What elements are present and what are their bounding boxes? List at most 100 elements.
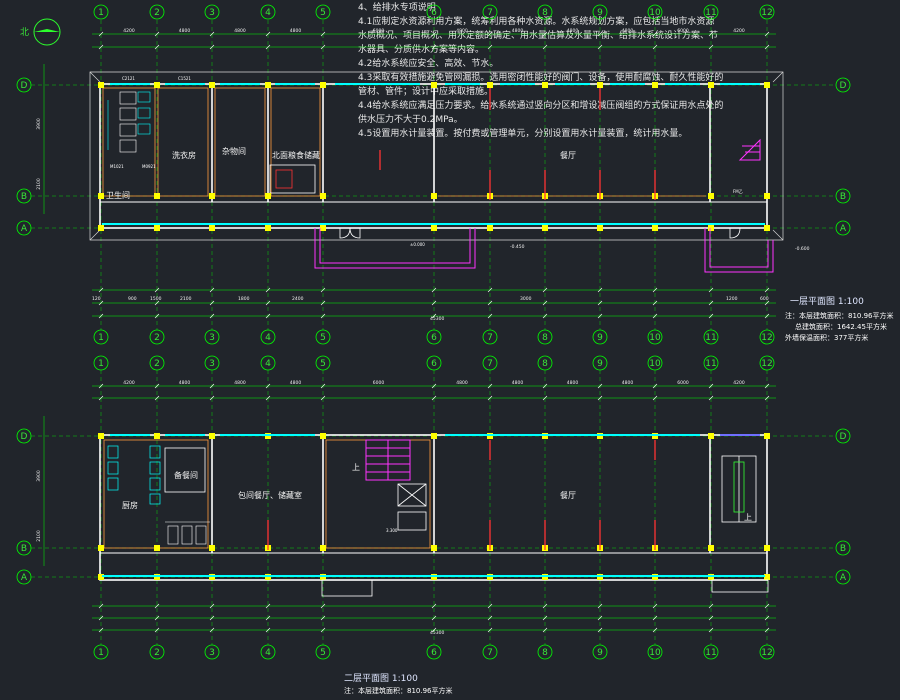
- plan1-axis-label-12-top: 12: [761, 8, 772, 18]
- plan1-axis-label-6-bottom: 6: [431, 333, 437, 343]
- plan1-axis-label-2-bottom: 2: [154, 333, 160, 343]
- plan2-dim-tick-1-8: [542, 383, 548, 389]
- plan2-axis-bubble-10-bottom: [647, 644, 663, 660]
- plan1-dim-tick-1-11: [708, 31, 714, 37]
- plan2-axis-bubble-6-top: [426, 355, 442, 371]
- plan1-dim-text-6: 4800: [456, 28, 468, 34]
- plan1-dim-tick-1-6: [431, 31, 437, 37]
- plan2-axis-label-1-top: 1: [98, 359, 104, 369]
- kitchen-fixture-1: [107, 445, 119, 459]
- plan1-dim-tick-5-8: [542, 313, 548, 319]
- plan1-column-3-1: [209, 82, 215, 88]
- plan1-dim-tick-3-5: [320, 287, 326, 293]
- plan1-dim-tick-3-11: [708, 287, 714, 293]
- tag-1500: 1500: [150, 296, 162, 302]
- plan2-elevator: [397, 483, 427, 531]
- plan1-dim-tick-2-10: [652, 44, 658, 50]
- plan2-axis-bubble-10-top: [647, 355, 663, 371]
- plan2-axis-bubble-3-top: [204, 355, 220, 371]
- plan2-column-11-1: [708, 433, 714, 439]
- plan1-dim-tick-4-10: [652, 300, 658, 306]
- plan2-side-dim-text-2: 2100: [36, 530, 42, 542]
- plan1-axis-label-7-bottom: 7: [487, 333, 493, 343]
- plan2-axis-label-2-top: 2: [154, 359, 160, 369]
- plan2-axis-label-5-bottom: 5: [320, 648, 326, 658]
- plan2-dim-tick-5-4: [265, 627, 271, 633]
- plan1-dim-tick-3-8: [542, 287, 548, 293]
- plan2-dim-tick-1-12: [764, 383, 770, 389]
- plan1-dim-tick-2-3: [209, 44, 215, 50]
- plan1-title: 一层平面图 1:100: [790, 296, 864, 307]
- plan1-axis-bubble-3-top: [204, 4, 220, 20]
- plan2-axis-bubble-5-top: [315, 355, 331, 371]
- plan1-dim-tick-5-7: [487, 313, 493, 319]
- plan2-dim-tick-4-11: [708, 615, 714, 621]
- plan1-windows: [102, 83, 765, 225]
- plan1-dim-text-9: 4800: [622, 28, 634, 34]
- design-notes: 4、给排水专项说明 4.1应制定水资源利用方案，统筹利用各种水资源。水系统规划方…: [358, 1, 723, 139]
- note-line-10: 4.5设置用水计量装置。按付费或管理单元，分别设置用水计量装置，统计用水量。: [358, 127, 687, 139]
- plan1-axis-bubble-5-bottom: [315, 329, 331, 345]
- plan2-axis-bubble-9-bottom: [592, 644, 608, 660]
- plan1-dim-tick-4-11: [708, 300, 714, 306]
- plan2-area-note-1: 注：本层建筑面积：810.96平方米: [344, 686, 453, 695]
- plan1-axis-bubble-1-top: [93, 4, 109, 20]
- plan2-row-bubble-B-right: [835, 540, 851, 556]
- plan1-side-steps-outer: [704, 228, 774, 273]
- plan1-dim-tick-1-10: [652, 31, 658, 37]
- plan1-row-bubble-D-right: [835, 77, 851, 93]
- plan2-dim-text-2: 4800: [179, 380, 191, 386]
- plan1-dim-text-8: 4800: [567, 28, 579, 34]
- plan1-axis-label-5-bottom: 5: [320, 333, 326, 343]
- plan1-axis-label-3-bottom: 3: [209, 333, 215, 343]
- plan2-central-stair: [365, 439, 411, 481]
- plan2-dim-tick-2-8: [542, 395, 548, 401]
- plan2-axis-bubble-2-bottom: [149, 644, 165, 660]
- kitchen-fixture-7: [149, 493, 161, 505]
- plan2-upstairs-mark-east: 上: [744, 513, 752, 522]
- tag-window-c1521: C1521: [178, 76, 191, 81]
- plan1-dim-tick-2-11: [708, 44, 714, 50]
- plan1-area-note-1: 注：本层建筑面积：810.96平方米: [785, 311, 894, 320]
- plan1-dim-tick-4-1: [98, 300, 104, 306]
- plan1-dim-tick-3-3: [209, 287, 215, 293]
- plan1-dim-tick-3-6: [431, 287, 437, 293]
- plan2-axis-label-4-top: 4: [265, 359, 271, 369]
- plan2-dim-tick-1-1: [98, 383, 104, 389]
- plan2-dim-tick-5-11: [708, 627, 714, 633]
- table-1: [167, 525, 179, 545]
- plan1-dim-tick-4-9: [597, 300, 603, 306]
- plan2-column-12-3: [764, 574, 770, 580]
- plan1-dim-tick-3-10: [652, 287, 658, 293]
- plan1-toilet-finish: [102, 87, 156, 197]
- plan2-axis-label-8-bottom: 8: [542, 648, 548, 658]
- plan2-dim-tick-1-4: [265, 383, 271, 389]
- plan2-axis-label-10-bottom: 10: [649, 648, 661, 658]
- plan1-column-5-3: [320, 225, 326, 231]
- plan1-red-marks: [379, 88, 656, 200]
- plan2-row-label-A-left: A: [21, 573, 28, 583]
- plan1-outline-diag-2: [772, 71, 784, 83]
- plan2-row-bubble-D-left: [16, 428, 32, 444]
- plan2-dim-tick-5-3: [209, 627, 215, 633]
- plan2-axis-bubble-6-bottom: [426, 644, 442, 660]
- plan2-axis-bubble-3-bottom: [204, 644, 220, 660]
- plan2-dim-tick-3-1: [98, 603, 104, 609]
- plan2-column-12-2: [764, 545, 770, 551]
- note-line-8: 4.4给水系统应满足压力要求。给水系统通过竖向分区和增设减压阀组的方式保证用水点…: [358, 99, 723, 111]
- plan1-row-label-A-left: A: [21, 224, 28, 234]
- plan2-axis-bubble-11-top: [703, 355, 719, 371]
- plan1-row-bubble-B-right: [835, 188, 851, 204]
- plan1-entrance-doors: [339, 227, 741, 239]
- plan1-entrance-steps: [314, 228, 774, 273]
- plan2-upstairs-mark: 上: [352, 463, 360, 472]
- plan2-axis-label-12-bottom: 12: [761, 648, 772, 658]
- plan2-dim-text-7: 4800: [512, 380, 524, 386]
- plan1-dim-tick-3-4: [265, 287, 271, 293]
- plan1-dim-text-3: 4800: [234, 28, 246, 34]
- plan1-dim-tick-5-9: [597, 313, 603, 319]
- plan1-dim-tick-1-3: [209, 31, 215, 37]
- plan1-axis-bubble-4-top: [260, 4, 276, 20]
